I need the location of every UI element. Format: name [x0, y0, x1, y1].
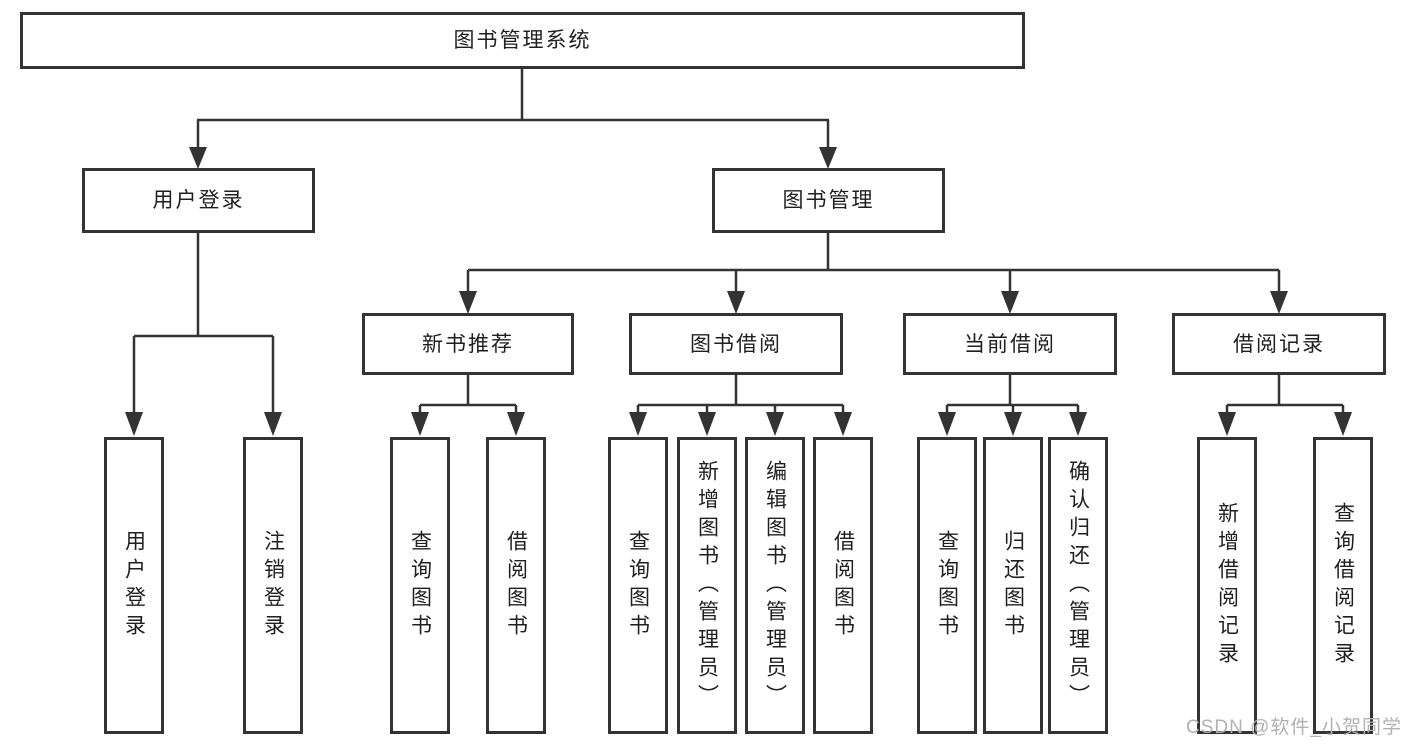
leaf-add-borrow-record-label: 新增借阅记录 [1215, 501, 1239, 670]
leaf-query-book-label: 查询图书 [935, 529, 959, 642]
leaf-user-login: 用户登录 [104, 437, 164, 734]
csdn-watermark: CSDN @软件_小贺同学 [1186, 717, 1402, 738]
leaf-query-book-label: 查询图书 [408, 529, 432, 642]
leaf-add-borrow-record: 新增借阅记录 [1197, 437, 1257, 734]
arrowhead [938, 412, 956, 436]
node-current-borrow: 当前借阅 [903, 313, 1117, 375]
arrowhead [1069, 412, 1087, 436]
leaf-return-book-label: 归还图书 [1001, 529, 1025, 642]
leaf-query-book-label: 查询图书 [626, 529, 650, 642]
node-book-borrow-label: 图书借阅 [690, 332, 782, 356]
leaf-logout: 注销登录 [243, 437, 303, 734]
leaf-edit-book-admin: 编辑图书（管理员） [745, 437, 805, 734]
node-new-book-recommend: 新书推荐 [362, 313, 574, 375]
arrowhead [507, 412, 525, 436]
arrowhead [264, 412, 282, 436]
node-borrow-record: 借阅记录 [1172, 313, 1386, 375]
leaf-confirm-return-admin: 确认归还（管理员） [1048, 437, 1108, 734]
arrowhead [1334, 412, 1352, 436]
node-root-label: 图书管理系统 [453, 29, 592, 52]
node-root: 图书管理系统 [20, 12, 1025, 69]
arrowhead [1218, 412, 1236, 436]
arrowhead [834, 412, 852, 436]
node-user-login-label: 用户登录 [152, 189, 245, 212]
leaf-borrow-book-label: 借阅图书 [831, 529, 855, 642]
leaf-query-borrow-record: 查询借阅记录 [1313, 437, 1373, 734]
node-new-book-recommend-label: 新书推荐 [422, 332, 514, 356]
leaf-query-book: 查询图书 [390, 437, 450, 734]
node-book-management-label: 图书管理 [782, 189, 875, 212]
arrowhead [727, 291, 745, 314]
node-user-login: 用户登录 [82, 168, 315, 233]
leaf-add-book-admin-label: 新增图书（管理员） [695, 459, 719, 712]
leaf-query-book: 查询图书 [917, 437, 977, 734]
arrowhead [1004, 412, 1022, 436]
arrowhead [1001, 291, 1019, 314]
node-borrow-record-label: 借阅记录 [1233, 332, 1325, 356]
arrowhead [698, 412, 716, 436]
arrowhead [766, 412, 784, 436]
arrowhead [125, 412, 143, 436]
leaf-borrow-book-label: 借阅图书 [504, 529, 528, 642]
arrowhead [459, 291, 477, 314]
node-book-borrow: 图书借阅 [629, 313, 843, 375]
leaf-confirm-return-admin-label: 确认归还（管理员） [1066, 459, 1090, 712]
leaf-borrow-book: 借阅图书 [486, 437, 546, 734]
leaf-return-book: 归还图书 [983, 437, 1043, 734]
arrowhead [1270, 291, 1288, 314]
leaf-logout-label: 注销登录 [261, 529, 285, 642]
leaf-query-borrow-record-label: 查询借阅记录 [1331, 501, 1355, 670]
node-current-borrow-label: 当前借阅 [964, 332, 1056, 356]
arrowhead [629, 412, 647, 436]
arrowhead [819, 147, 837, 169]
node-book-management: 图书管理 [712, 168, 945, 233]
leaf-add-book-admin: 新增图书（管理员） [677, 437, 737, 734]
arrowhead [189, 147, 207, 169]
leaf-user-login-label: 用户登录 [122, 529, 146, 642]
leaf-borrow-book: 借阅图书 [813, 437, 873, 734]
arrowhead [411, 412, 429, 436]
leaf-query-book: 查询图书 [608, 437, 668, 734]
leaf-edit-book-admin-label: 编辑图书（管理员） [763, 459, 787, 712]
